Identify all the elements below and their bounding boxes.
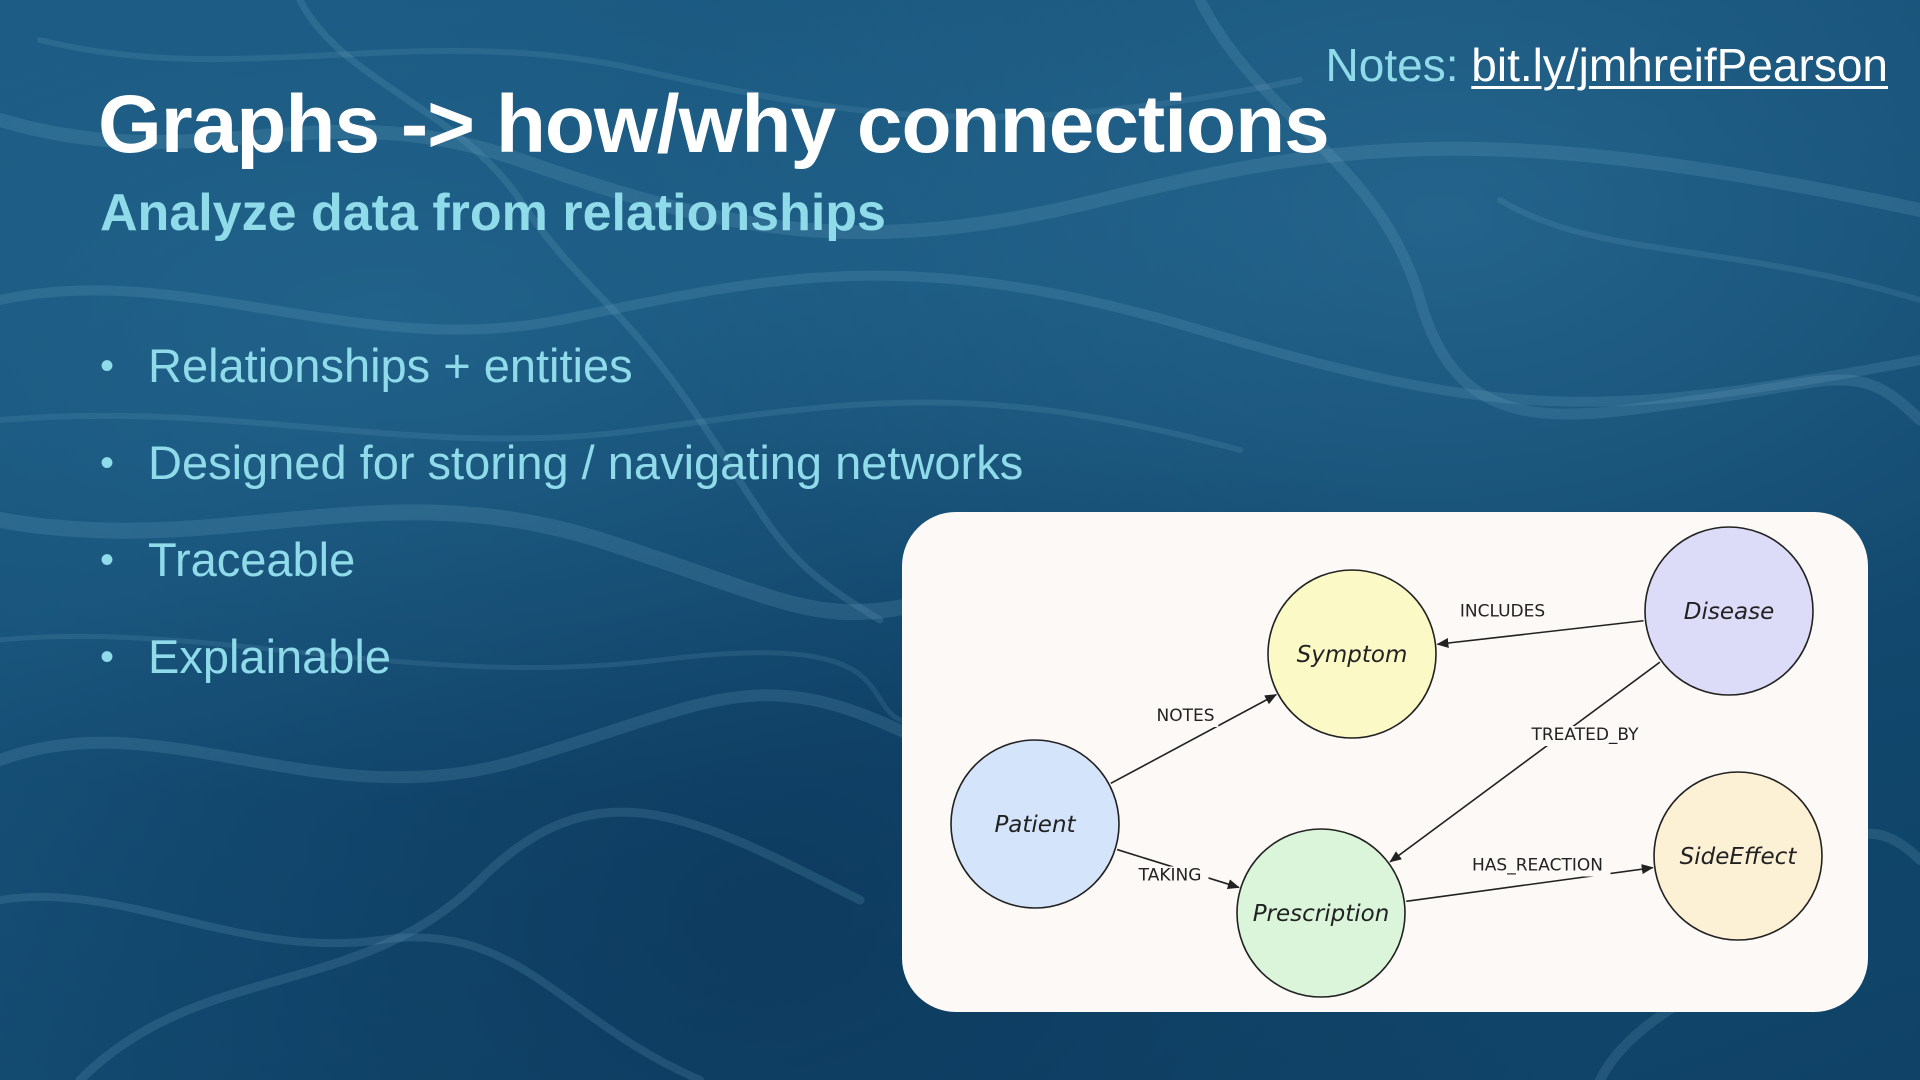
edge-label: HAS_REACTION	[1472, 856, 1603, 876]
notes-prefix: Notes:	[1325, 39, 1459, 91]
edge-label-background	[1523, 726, 1647, 746]
edge-notes	[1110, 693, 1278, 785]
node-symptom	[1267, 569, 1437, 739]
node-label-disease: Disease	[1684, 599, 1774, 625]
edge-treated-by	[1389, 661, 1661, 863]
slide-title: Graphs -> how/why connections	[98, 79, 1330, 170]
bullet-text: Explainable	[148, 630, 392, 683]
bullet-list: • Relationships + entities • Designed fo…	[100, 338, 1023, 726]
edge-label: NOTES	[1156, 706, 1214, 726]
bullet-dot: •	[100, 635, 115, 679]
bullet-item: • Designed for storing / navigating netw…	[100, 435, 1023, 532]
node-label-patient: Patient	[994, 812, 1076, 838]
edge-label-background	[1464, 856, 1611, 877]
edge-label-background	[1152, 707, 1219, 727]
node-disease	[1644, 526, 1814, 696]
node-sideeffect	[1653, 771, 1823, 941]
bullet-item: • Relationships + entities	[100, 338, 1023, 435]
edge-label: INCLUDES	[1460, 602, 1545, 622]
edge-has-reaction	[1406, 864, 1654, 903]
node-label-prescription: Prescription	[1253, 901, 1390, 927]
edge-label-background	[1131, 866, 1209, 887]
notes-line: Notes: bit.ly/jmhreifPearson	[1326, 38, 1888, 92]
node-prescription	[1236, 828, 1406, 998]
notes-link[interactable]: bit.ly/jmhreifPearson	[1471, 39, 1888, 91]
graph-diagram-card: NOTES TAKING INCLUDES TREATED_BY HAS_REACTIO…	[902, 512, 1868, 1012]
bullet-text: Traceable	[148, 533, 356, 586]
bullet-item: • Traceable	[100, 532, 1023, 629]
bullet-text: Designed for storing / navigating networ…	[148, 436, 1024, 489]
graph-diagram: NOTES TAKING INCLUDES TREATED_BY HAS_REACTIO…	[950, 526, 1823, 998]
slide-subtitle: Analyze data from relationships	[100, 184, 886, 242]
edge-label: TAKING	[1138, 866, 1202, 886]
node-patient	[950, 739, 1120, 909]
bullet-text: Relationships + entities	[148, 339, 633, 392]
edge-label-background	[1452, 602, 1553, 623]
bullet-dot: •	[100, 441, 115, 485]
edge-includes	[1436, 619, 1644, 648]
bullet-dot: •	[100, 344, 115, 388]
edge-label: TREATED_BY	[1530, 725, 1639, 745]
node-label-sideeffect: SideEffect	[1680, 844, 1798, 870]
bullet-item: • Explainable	[100, 629, 1023, 726]
bullet-dot: •	[100, 538, 115, 582]
node-label-symptom: Symptom	[1297, 642, 1408, 668]
